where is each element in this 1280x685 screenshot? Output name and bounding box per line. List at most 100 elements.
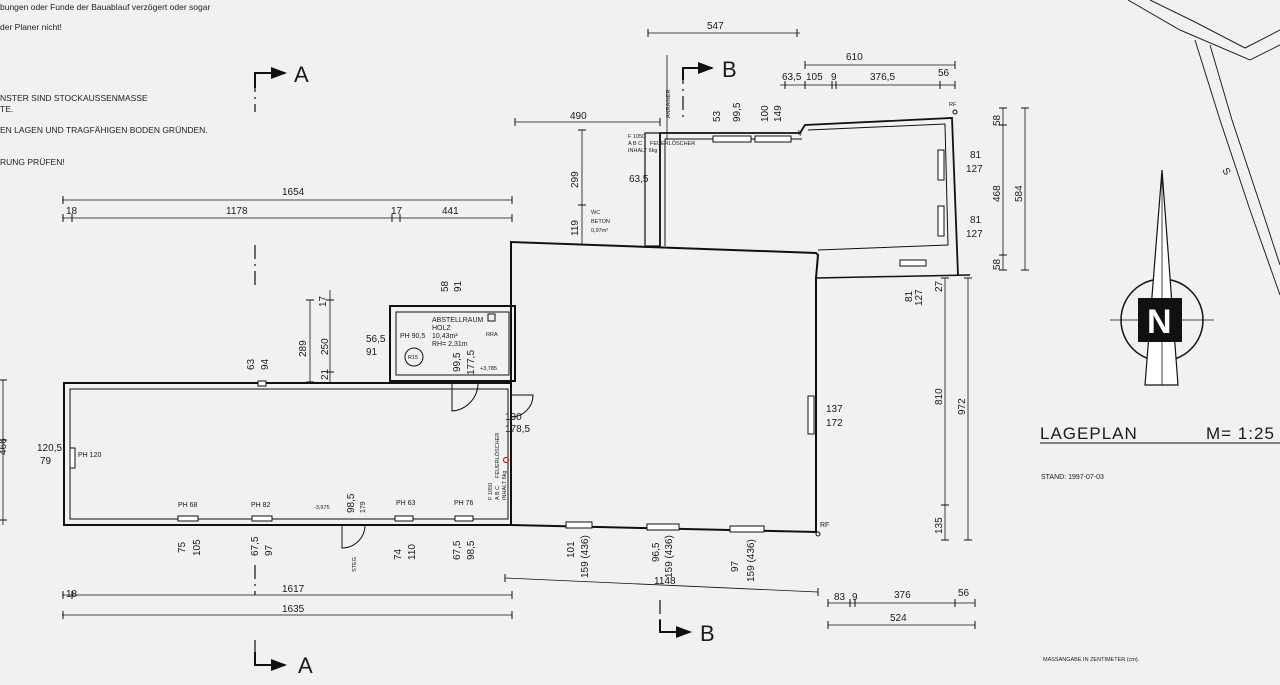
note-line-4: TE. xyxy=(0,104,14,114)
section-mark-a-bottom: A xyxy=(298,653,313,678)
ext-side-line-1: F 1050 xyxy=(488,483,494,500)
dim-524: 524 xyxy=(890,613,907,624)
storage-area: 10,43m² xyxy=(432,333,458,340)
dim-110: 110 xyxy=(407,544,418,560)
dim-610: 610 xyxy=(846,52,863,63)
section-mark-b-top: B xyxy=(722,57,737,82)
storage-name: ABSTELLRAUM xyxy=(432,317,484,324)
rf-top-marker-icon xyxy=(952,109,958,115)
ph-68: PH 68 xyxy=(178,502,198,509)
note-line-2: der Planer nicht! xyxy=(0,22,62,32)
wc-area: 0,97m² xyxy=(591,228,608,234)
dim-119: 119 xyxy=(570,220,581,236)
dim-100: 100 xyxy=(760,105,771,122)
dim-79: 79 xyxy=(40,456,52,467)
dim-1617: 1617 xyxy=(282,584,305,595)
note-line-5: EN LAGEN UND TRAGFÄHIGEN BODEN GRÜNDEN. xyxy=(0,125,208,135)
note-line-3: NSTER SIND STOCKAUSSENMASSE xyxy=(0,93,148,103)
storage-height: RH= 2,31m xyxy=(432,341,468,348)
ext-side-line-2: A B C xyxy=(495,486,501,500)
section-arrows xyxy=(254,62,714,671)
dim-1178: 1178 xyxy=(226,206,248,217)
plan-scale: M= 1:25 xyxy=(1206,424,1275,443)
dim-98-5-a: 98,5 xyxy=(346,493,357,513)
dim-127-c: 127 xyxy=(914,289,925,306)
dim-97-b: 97 xyxy=(730,560,741,572)
north-label: N xyxy=(1147,303,1172,341)
rf-marker-icon xyxy=(815,531,821,537)
ext-side-line-3: INHALT 6kg xyxy=(502,471,508,500)
dim-74: 74 xyxy=(393,548,404,560)
contour-label: S xyxy=(1219,166,1232,178)
dim-159-436-b: 159 (436) xyxy=(664,535,675,578)
dim-101: 101 xyxy=(566,541,577,558)
dim-466: 466 xyxy=(0,438,9,455)
dim-27: 27 xyxy=(934,280,945,292)
dim-56-5: 56,5 xyxy=(366,334,386,345)
ph-82: PH 82 xyxy=(251,502,271,509)
dim-17-v: 17 xyxy=(318,295,329,307)
dim-75: 75 xyxy=(177,541,188,553)
dim-137: 137 xyxy=(826,404,843,415)
dimension-lines xyxy=(2,32,1026,626)
dim-127-b: 127 xyxy=(966,229,983,240)
dim-1148: 1148 xyxy=(654,576,676,587)
dim-105-top: 105 xyxy=(806,72,823,83)
dim-67-5-b: 67,5 xyxy=(452,540,463,560)
dim-17: 17 xyxy=(391,206,403,217)
dim-58-right: 58 xyxy=(992,258,1003,270)
dim-91-storage-top: 91 xyxy=(453,280,464,292)
storage-material: HOLZ xyxy=(432,325,451,332)
section-mark-a-top: A xyxy=(294,62,309,87)
note-line-1: bungen oder Funde der Bauablauf verzöger… xyxy=(0,2,211,12)
dim-130: 130 xyxy=(505,412,522,423)
dim-468: 468 xyxy=(992,185,1003,202)
note-line-6: RUNG PRÜFEN! xyxy=(0,157,65,167)
dim-99-5-top: 99,5 xyxy=(732,102,743,122)
dim-179: 179 xyxy=(360,501,367,513)
storage-ph: PH 90,5 xyxy=(400,333,425,340)
building-walls xyxy=(63,117,971,534)
dim-159-436-a: 159 (436) xyxy=(580,535,591,578)
dim-63-5-top: 63,5 xyxy=(782,72,802,83)
dim-63-5-wc: 63,5 xyxy=(629,174,649,185)
rf-bottom: RF xyxy=(820,522,829,529)
dim-56-bottom: 56 xyxy=(958,588,970,599)
dim-149: 149 xyxy=(773,105,784,122)
dim-91-storage: 91 xyxy=(366,347,378,358)
dim-376-5: 376,5 xyxy=(870,72,895,83)
dim-47: 47 xyxy=(798,130,804,136)
ext-top-line-3: INHALT 6kg xyxy=(628,148,657,154)
section-mark-b-bottom: B xyxy=(700,621,715,646)
dim-172: 172 xyxy=(826,418,843,429)
dim-135: 135 xyxy=(934,517,945,534)
level-low: -3,975 xyxy=(314,505,330,511)
dim-58-top: 58 xyxy=(992,114,1003,126)
anrainer-label: ANRAINER xyxy=(666,90,672,118)
extinguisher-marker-icon xyxy=(502,456,510,464)
dim-21: 21 xyxy=(320,368,331,380)
dim-98-5-b: 98,5 xyxy=(466,540,477,560)
dim-547: 547 xyxy=(707,21,724,32)
dim-105-bottom: 105 xyxy=(192,539,203,556)
dim-94: 94 xyxy=(260,358,271,370)
dim-441: 441 xyxy=(442,206,459,217)
storage-fixture-icon xyxy=(487,313,496,322)
ext-side-label: FEUERLÖSCHER xyxy=(494,433,501,478)
dim-584: 584 xyxy=(1014,185,1025,202)
dim-178-5: 178,5 xyxy=(505,424,530,435)
dim-99-5-storage: 99,5 xyxy=(452,352,463,372)
plan-title: LAGEPLAN xyxy=(1040,424,1138,443)
dim-177-5: 177,5 xyxy=(466,350,477,375)
ph-76: PH 76 xyxy=(454,500,474,507)
dim-490: 490 xyxy=(570,111,587,122)
dim-9-top: 9 xyxy=(831,72,837,83)
property-lines xyxy=(1127,0,1280,296)
room-number: R15 xyxy=(408,355,418,361)
dim-63-top: 63 xyxy=(246,358,257,370)
dim-18-top: 18 xyxy=(66,206,78,217)
dim-1635: 1635 xyxy=(282,604,305,615)
dim-83: 83 xyxy=(834,592,846,603)
dim-81-c: 81 xyxy=(904,290,915,302)
